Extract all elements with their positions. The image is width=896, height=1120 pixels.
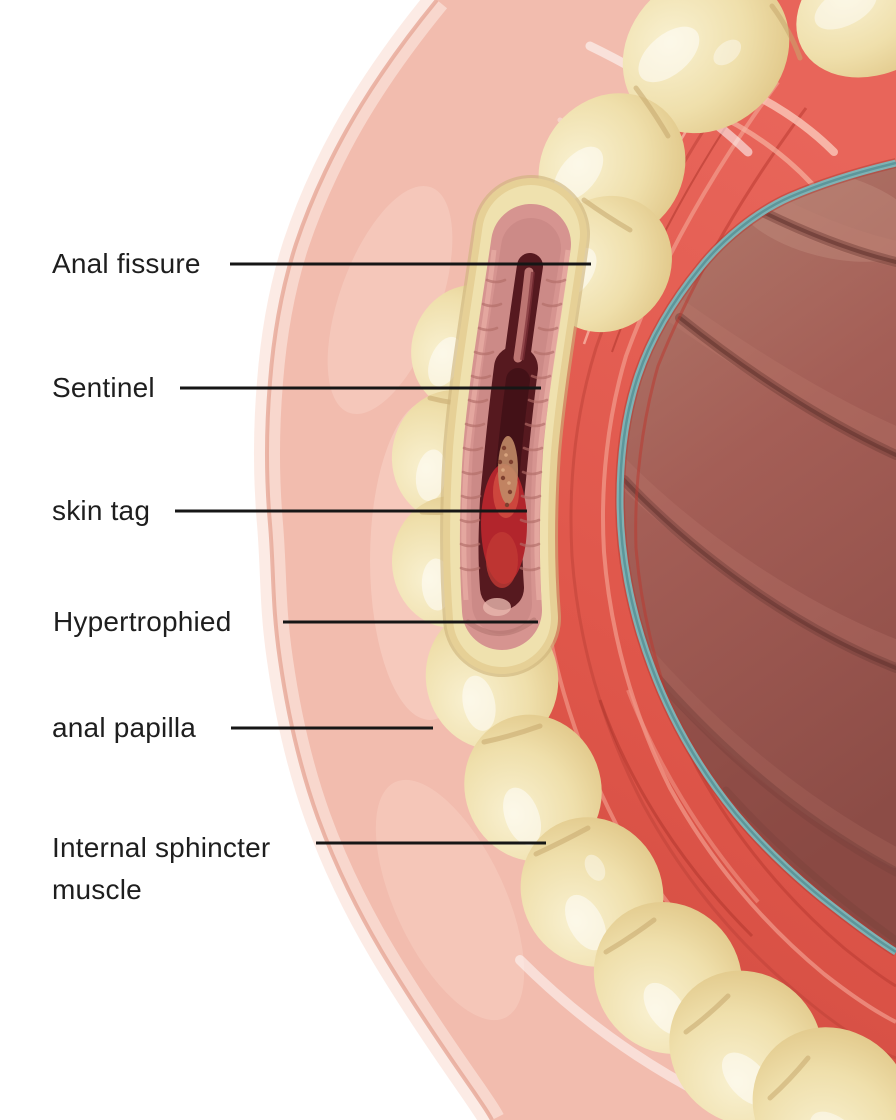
anal-fissure-region [440, 175, 590, 677]
internal-sphincter-beads [391, 0, 896, 1120]
label-anal-papilla: anal papilla [52, 712, 197, 743]
label-skin-tag: skin tag [52, 495, 151, 526]
label-hypertrophied: Hypertrophied [53, 606, 232, 637]
label-anal-fissure: Anal fissure [52, 248, 201, 279]
label-internal-sphincter-line1: Internal sphincter [52, 832, 271, 863]
label-sentinel: Sentinel [52, 372, 155, 403]
hypertrophied-papilla [465, 598, 537, 636]
label-internal-sphincter-line2: muscle [52, 874, 142, 905]
mucosa-teal-line [616, 159, 896, 955]
leader-lines [175, 262, 591, 845]
anal-canal-interior [606, 163, 896, 952]
label-internal-sphincter-muscle: Internal sphincter muscle [52, 827, 270, 911]
fissure-ulcer [481, 436, 527, 588]
